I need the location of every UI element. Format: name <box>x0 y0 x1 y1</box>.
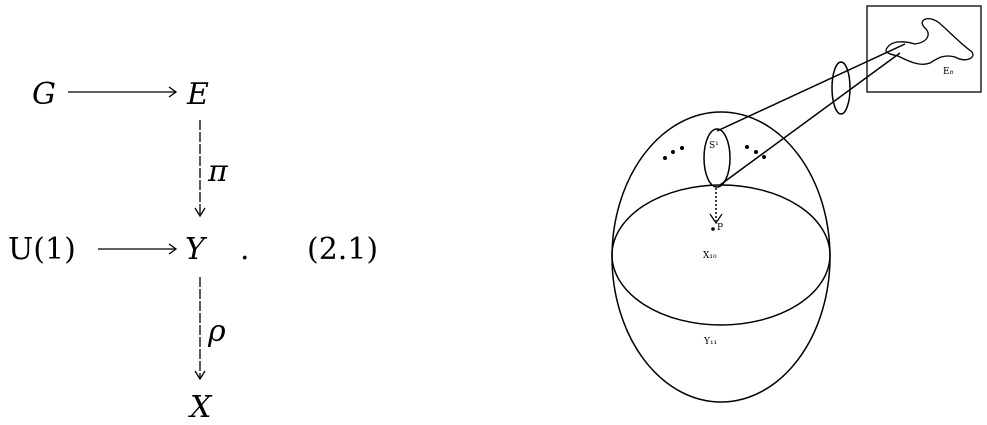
y11-outer-ellipse <box>612 112 830 402</box>
s1-ellipse <box>704 129 730 187</box>
e8-box <box>867 6 981 92</box>
dot-right-2 <box>754 150 758 154</box>
dots-left <box>663 146 684 160</box>
label-s1: S¹ <box>709 142 719 151</box>
dot-left-2 <box>671 150 675 154</box>
label-e8: E₈ <box>943 68 953 77</box>
dot-right-1 <box>745 145 749 149</box>
dot-left-3 <box>680 146 684 150</box>
e8-squiggle <box>886 19 973 65</box>
x10-ellipse <box>612 185 830 325</box>
projection-arrowhead <box>710 214 722 223</box>
cone-middle-ellipse <box>832 62 850 114</box>
dots-right <box>745 145 766 159</box>
label-x10: X₁₀ <box>703 252 717 261</box>
dot-left-1 <box>663 156 667 160</box>
dot-right-3 <box>762 155 766 159</box>
label-y11: Y₁₁ <box>704 338 717 347</box>
cone-line-lower <box>720 53 900 185</box>
point-p <box>711 227 715 231</box>
label-p: P <box>717 224 723 233</box>
